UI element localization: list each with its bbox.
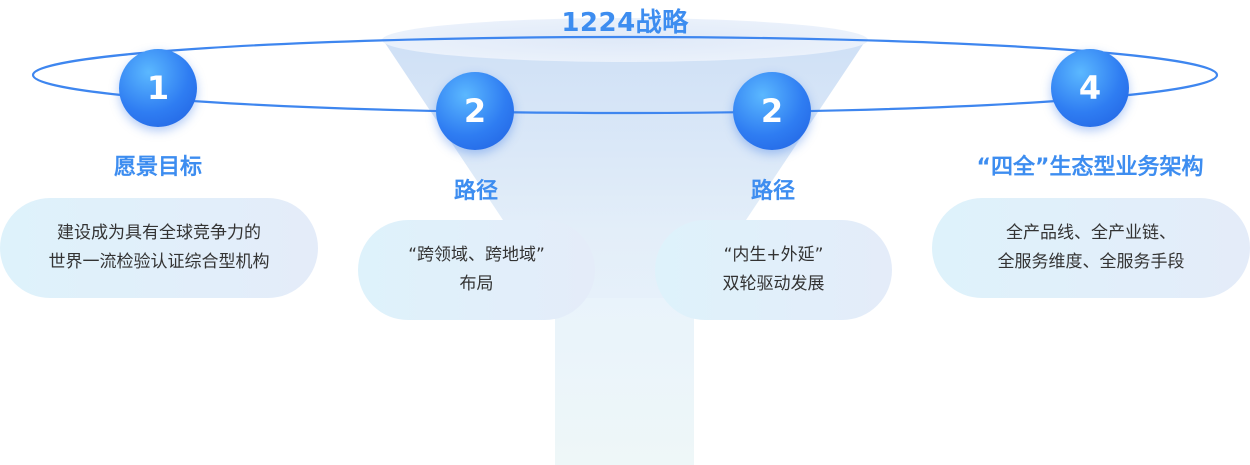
step-description-1: 建设成为具有全球竞争力的 世界一流检验认证综合型机构: [0, 198, 318, 298]
step-description-1-line-2: 世界一流检验认证综合型机构: [48, 252, 270, 272]
step-label-2: 路径: [453, 179, 498, 204]
orbit-ring: [31, 35, 1219, 115]
step-circle-3: 2: [733, 72, 811, 150]
step-description-2-line-1: “跨领域、跨地域”: [408, 245, 545, 265]
step-description-1-line-1: 建设成为具有全球竞争力的: [57, 223, 261, 243]
funnel-stem: [555, 298, 694, 465]
step-circle-1: 1: [119, 49, 197, 127]
funnel-top: [382, 18, 868, 62]
step-description-3: “内生+外延” 双轮驱动发展: [655, 220, 892, 320]
step-description-4: 全产品线、全产业链、 全服务维度、全服务手段: [932, 198, 1250, 298]
step-circle-2: 2: [436, 72, 514, 150]
step-label-4: “四全”生态型业务架构: [976, 155, 1204, 180]
funnel-body: [383, 40, 866, 465]
step-description-4-line-1: 全产品线、全产业链、: [1006, 223, 1176, 243]
step-circle-4: 4: [1051, 49, 1129, 127]
step-description-4-line-2: 全服务维度、全服务手段: [997, 252, 1185, 272]
step-label-1: 愿景目标: [113, 155, 202, 180]
page-title: 1224战略: [561, 8, 689, 38]
step-description-3-line-2: 双轮驱动发展: [722, 274, 825, 294]
step-description-2-line-2: 布局: [459, 274, 494, 294]
step-description-3-line-1: “内生+外延”: [723, 245, 824, 265]
step-label-3: 路径: [750, 179, 795, 204]
step-description-2: “跨领域、跨地域” 布局: [358, 220, 595, 320]
